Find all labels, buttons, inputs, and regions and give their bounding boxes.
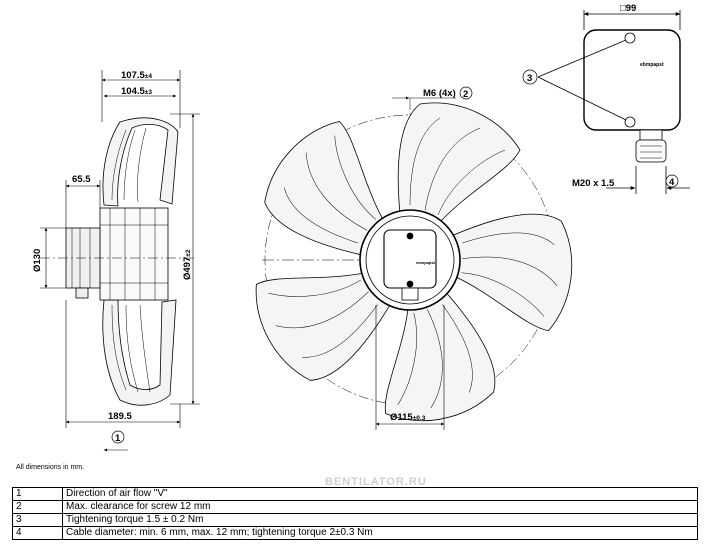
hub-diameter: Ø115±0.3	[390, 412, 426, 423]
legend-table: 1 Direction of air flow "V" 2 Max. clear…	[12, 487, 698, 540]
side-motor-body	[99, 207, 169, 301]
svg-text:4: 4	[669, 177, 675, 188]
dim-bottom-width: 189.5	[108, 411, 132, 422]
airflow-callout: 1	[111, 430, 125, 444]
side-blade-bottom	[102, 299, 177, 406]
terminal-box	[537, 10, 690, 194]
legend-text: Max. clearance for screw 12 mm	[62, 500, 698, 514]
dim-top-inner: 104.5±3	[121, 86, 152, 97]
watermark: BENTILATOR.RU	[325, 476, 427, 488]
svg-text:2: 2	[463, 89, 468, 100]
front-hub-brand: ebmpapst	[416, 260, 436, 265]
dim-hub-offset: 65.5	[72, 174, 91, 185]
technical-drawing: 107.5±4 104.5±3 65.5 Ø130 Ø497±2 189.5 1	[32, 3, 690, 452]
legend-num: 2	[12, 500, 63, 514]
side-view	[40, 117, 195, 406]
legend-text: Cable diameter: min. 6 mm, max. 12 mm; t…	[62, 526, 698, 540]
dim-hub-diameter: Ø130	[32, 249, 43, 272]
legend-row: 3 Tightening torque 1.5 ± 0.2 Nm	[12, 513, 698, 527]
box-brand: ebmpapst	[640, 62, 664, 68]
torque-callout: 3	[522, 69, 538, 85]
legend-row: 4 Cable diameter: min. 6 mm, max. 12 mm;…	[12, 526, 698, 540]
legend-text: Direction of air flow "V"	[62, 487, 698, 501]
side-blade-top	[102, 117, 179, 207]
cable-callout: 4	[665, 174, 679, 188]
svg-text:3: 3	[527, 73, 532, 84]
dim-top-outer: 107.5±4	[121, 70, 152, 81]
units-note: All dimensions in mm.	[16, 464, 85, 471]
legend-num: 1	[12, 487, 63, 501]
front-view	[255, 98, 573, 422]
blade	[397, 102, 521, 223]
legend-text: Tightening torque 1.5 ± 0.2 Nm	[62, 513, 698, 527]
legend-row: 1 Direction of air flow "V"	[12, 487, 698, 501]
svg-text:1: 1	[115, 433, 121, 444]
screw-label: M6 (4x)	[423, 88, 456, 99]
legend-row: 2 Max. clearance for screw 12 mm	[12, 500, 698, 514]
front-blades	[255, 102, 573, 422]
box-width: □99	[620, 3, 636, 14]
cable-gland-label: M20 x 1.5	[572, 178, 615, 189]
legend-num: 4	[12, 526, 63, 540]
legend-num: 3	[12, 513, 63, 527]
screw-callout: 2	[459, 86, 473, 100]
dim-fan-diameter: Ø497±2	[182, 249, 193, 280]
